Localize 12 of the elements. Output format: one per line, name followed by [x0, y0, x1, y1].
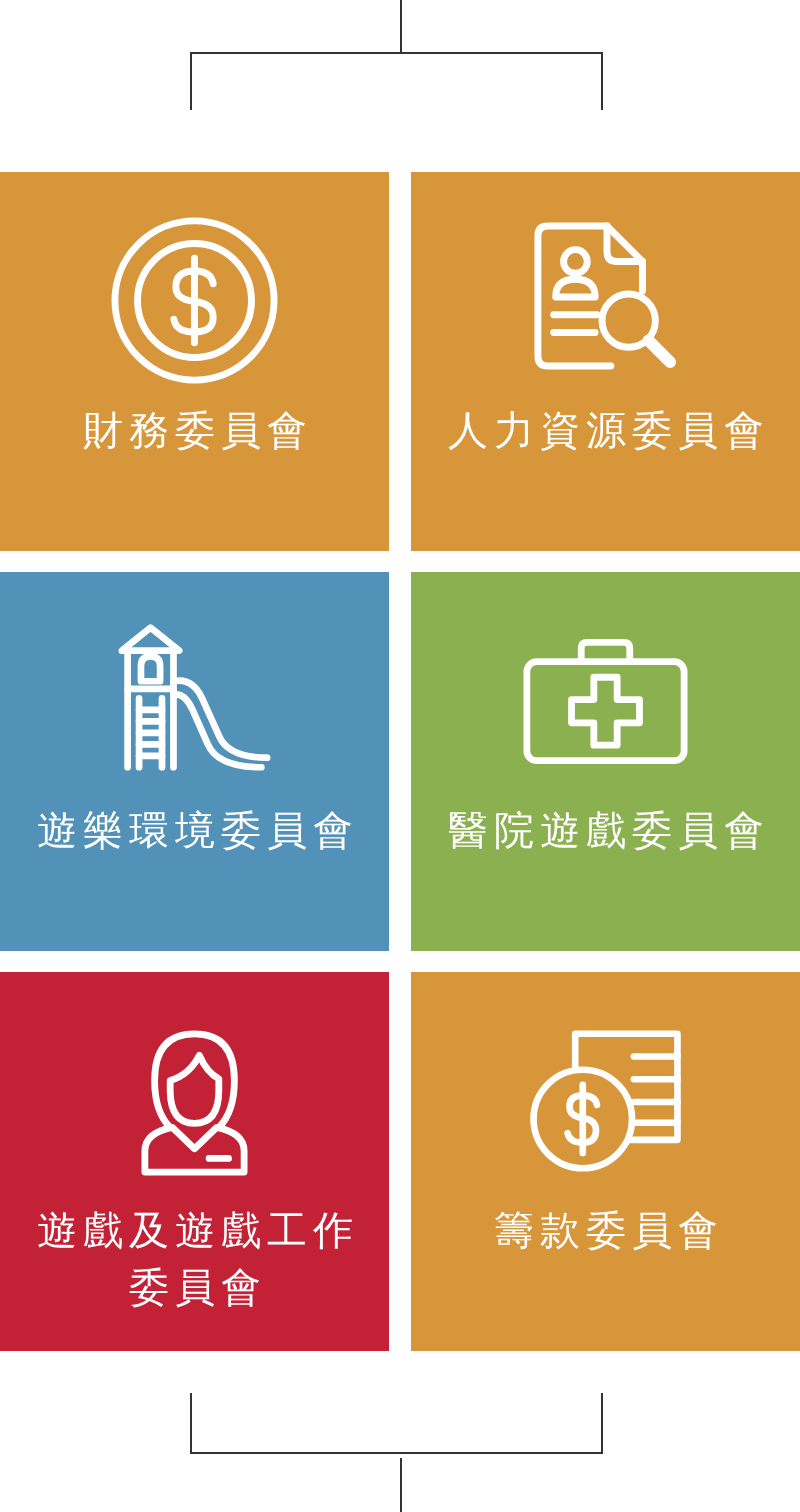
committee-tile: [0, 172, 389, 551]
committee-tile: [0, 572, 389, 951]
committee-name: 醫院遊戲委員會: [446, 806, 770, 855]
committee-tile: [411, 572, 800, 951]
committee-name: 籌款委員會: [492, 1206, 724, 1255]
committee-tile: [411, 172, 800, 551]
committee-tile: [0, 972, 389, 1351]
committee-name: 財務委員會: [81, 406, 313, 455]
committee-name: 遊樂環境委員會: [35, 806, 359, 855]
committee-name: 人力資源委員會: [446, 406, 770, 455]
committee-tile: [411, 972, 800, 1351]
committee-name: 遊戲及遊戲工作委員會: [35, 1206, 360, 1312]
